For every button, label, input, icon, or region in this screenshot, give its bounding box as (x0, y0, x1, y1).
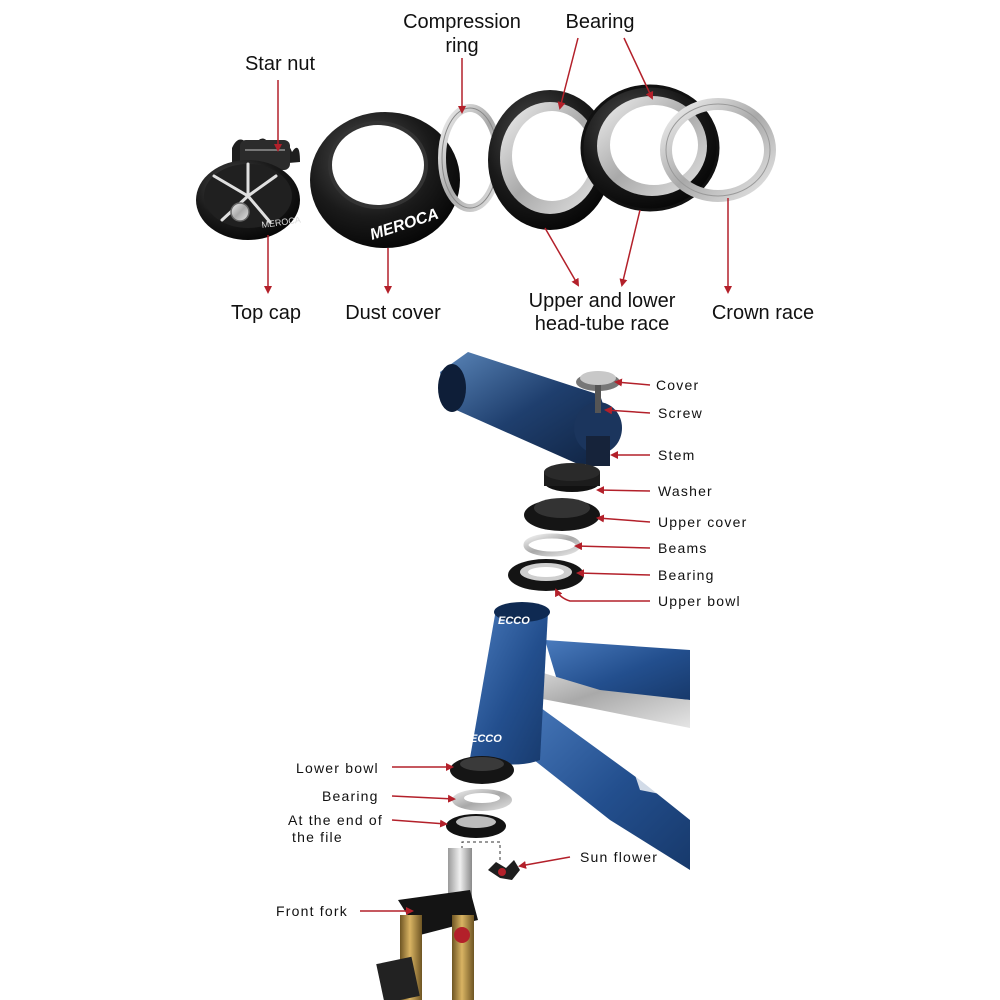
label-compression-ring-line1: Compression (403, 11, 521, 33)
upper-cover-part (524, 498, 600, 531)
arrow-upper-bowl (555, 588, 650, 602)
frame-brand-mark-upper: ECCO (498, 615, 530, 627)
frame-brand-mark-lower: ECCO (470, 733, 502, 745)
upper-headtube-race-part (488, 90, 612, 230)
label-top-cap: Top cap (230, 302, 302, 324)
arrow-upper-cover (596, 514, 651, 523)
top-section-arrows (264, 37, 732, 294)
label-upper-cover: Upper cover (658, 514, 748, 530)
arrow-bearing-upper-bottom (576, 569, 651, 578)
cover-part (576, 371, 620, 413)
label-bearing-upper: Bearing (658, 567, 715, 583)
lower-bearing-part (452, 789, 512, 811)
crown-race-part (660, 98, 776, 202)
label-screw: Screw (658, 405, 703, 421)
arrow-lower-race (619, 209, 641, 287)
arrow-bearing (623, 37, 654, 100)
arrow-end-of-file (391, 819, 448, 828)
arrow-washer (596, 486, 651, 495)
label-compression-ring-line2: ring (445, 35, 479, 57)
label-washer: Washer (658, 483, 713, 499)
arrow-cover (614, 378, 651, 387)
label-crown-race: Crown race (711, 302, 815, 324)
dust-cover-part: MEROCA (310, 112, 460, 248)
label-end-of-file-line1: At the end of (288, 812, 383, 828)
label-stem: Stem (658, 447, 696, 463)
arrow-bearing-lower (391, 794, 456, 803)
label-upper-bowl: Upper bowl (658, 593, 741, 609)
label-lower-bowl: Lower bowl (296, 760, 379, 776)
beams-part (523, 533, 581, 557)
arrow-screw (604, 406, 651, 415)
label-head-tube-race-line1: Upper and lower (528, 290, 676, 312)
bottom-section-arrows (360, 378, 651, 915)
arrow-sun-flower (518, 856, 571, 869)
label-dust-cover: Dust cover (345, 302, 441, 324)
lower-crown-race-part (446, 814, 506, 838)
arrow-bearing-upper (557, 37, 579, 110)
top-cap-part: MEROCA (196, 138, 301, 240)
front-fork-part (376, 848, 478, 1000)
label-cover: Cover (656, 377, 700, 393)
upper-bowl-part (508, 559, 584, 591)
label-end-of-file-line2: the file (292, 829, 343, 845)
label-sun-flower: Sun flower (580, 849, 659, 865)
label-head-tube-race-line2: head-tube race (534, 313, 670, 335)
stem-part (438, 352, 622, 466)
label-bearing: Bearing (565, 11, 635, 33)
arrow-upper-race (544, 227, 580, 287)
washer-part (544, 463, 600, 492)
label-bearing-lower: Bearing (322, 788, 379, 804)
arrow-beams (574, 542, 651, 551)
bike-frame: ECCO ECCO (470, 602, 690, 870)
label-star-nut: Star nut (244, 53, 316, 75)
label-beams: Beams (658, 540, 708, 556)
label-front-fork: Front fork (276, 903, 348, 919)
lower-bowl-part (450, 756, 514, 784)
